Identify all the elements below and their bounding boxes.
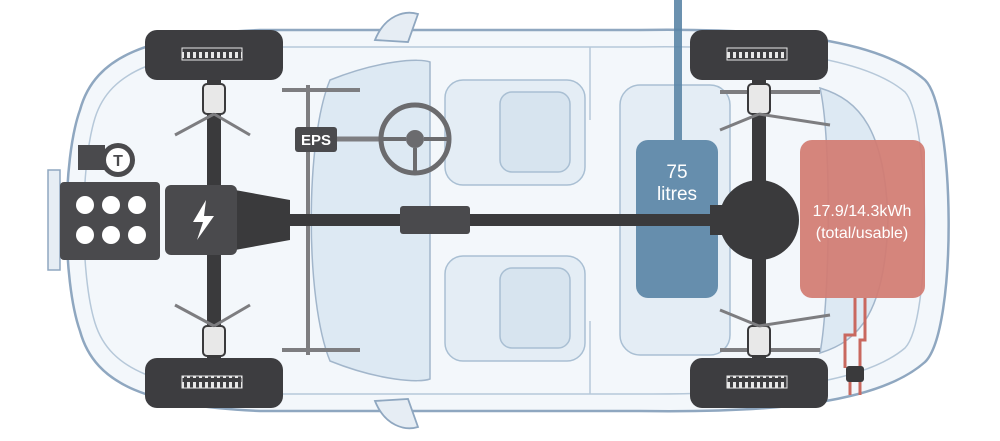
eps-label: EPS [301,132,331,149]
charging-plug-icon [846,366,864,395]
wheel-front-right [145,358,283,408]
wheel-rear-left [690,30,828,80]
wheel-rear-right [690,358,828,408]
fuel-tank-unit: litres [657,184,697,205]
battery-pack [800,140,925,368]
eps-unit [295,127,337,152]
engine-block [60,182,160,260]
drivetrain [207,70,799,370]
electric-motor [165,185,237,255]
turbo-label: T [113,153,123,170]
wheel-front-left [145,30,283,80]
lightning-bolt-icon [193,200,214,240]
fuel-tank-value: 75 [666,162,687,183]
battery-note-label: (total/usable) [816,225,909,242]
battery-capacity-label: 17.9/14.3kWh [813,203,912,220]
turbo-icon [78,143,135,177]
suspension-arms [174,112,831,328]
suspension [202,83,771,357]
